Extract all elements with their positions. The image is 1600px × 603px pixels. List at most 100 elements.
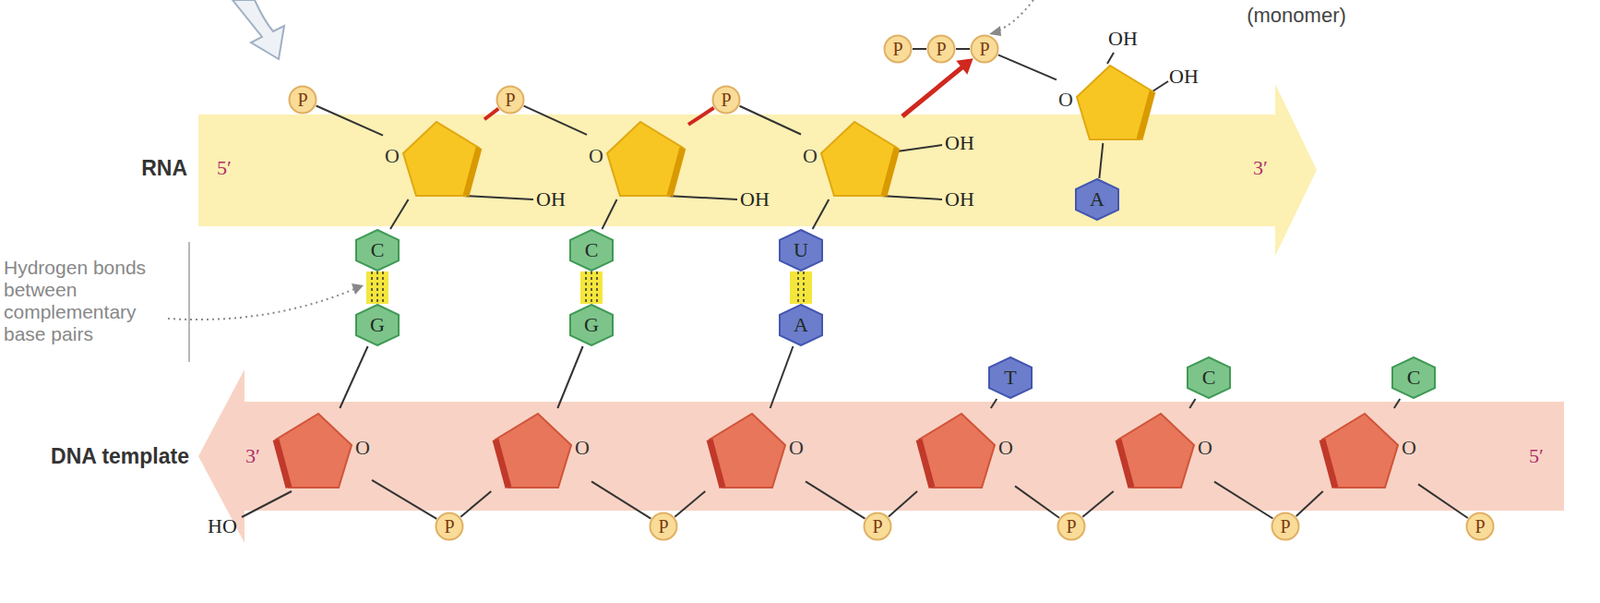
bond-stroke	[1296, 490, 1324, 516]
ring-oxygen: O	[384, 145, 400, 167]
bond-band	[580, 271, 603, 304]
bond-stroke	[688, 107, 715, 125]
bond-line	[888, 490, 918, 516]
bond-stroke	[1082, 490, 1113, 517]
strand-label: 3′	[245, 443, 261, 468]
bond-line	[316, 105, 383, 135]
bond-band	[366, 271, 389, 304]
base-hexagon: G	[354, 303, 401, 347]
strand-label: (monomer)	[1246, 3, 1347, 28]
base-hexagon: A	[1074, 178, 1121, 221]
bond-stroke	[1418, 483, 1469, 518]
bond-stroke	[524, 106, 587, 135]
ring-oxygen: O	[802, 145, 818, 167]
bond-line	[591, 480, 651, 518]
ribose-sugar: O	[586, 116, 689, 200]
ring-oxygen: O	[1058, 89, 1074, 110]
bond-stroke	[602, 199, 618, 229]
oh-bond	[880, 195, 943, 200]
phosphate-circle: P	[862, 511, 893, 541]
phosphate-label: P	[935, 39, 946, 59]
oh-bond	[1152, 81, 1169, 92]
oh-bond	[462, 195, 534, 200]
base-letter: C	[1407, 367, 1421, 388]
bond-line	[674, 490, 705, 517]
hydrogen-bond	[366, 271, 389, 304]
bond-dash	[797, 271, 800, 304]
base-letter: T	[1003, 367, 1016, 388]
callout-note: Hydrogen bonds between complementary bas…	[3, 256, 163, 347]
bond-line	[460, 490, 491, 517]
base-hexagon: G	[568, 303, 615, 347]
bond-stroke	[1394, 398, 1400, 408]
phosphate-label: P	[979, 39, 990, 59]
phosphate-circle: P	[434, 511, 465, 541]
bond-stroke	[390, 199, 409, 229]
bond-dash	[376, 271, 379, 304]
phosphate-label: P	[871, 516, 883, 536]
phosphate-label: P	[720, 90, 731, 109]
phosphate-label: P	[504, 90, 515, 109]
bond-stroke	[1098, 143, 1103, 179]
bond-stroke	[998, 54, 1057, 80]
hydrogen-bond	[580, 271, 603, 304]
strand-label: OH	[944, 187, 975, 212]
bond-line	[339, 346, 368, 408]
bond-line	[524, 106, 587, 135]
strand-label: OH	[1108, 26, 1138, 51]
bond-dash	[596, 271, 598, 304]
phosphate-circle: P	[1056, 511, 1087, 541]
bond-stroke	[557, 346, 583, 408]
bond-stroke	[770, 346, 794, 408]
phosphate-label: P	[892, 39, 903, 59]
bond-stroke	[888, 490, 918, 516]
deoxyribose-sugar: O	[913, 407, 1015, 491]
phosphate-label: P	[1065, 516, 1076, 536]
strand-label: HO	[207, 513, 238, 538]
bond-line	[805, 480, 865, 518]
bond-stroke	[371, 479, 437, 519]
bracket-line	[188, 241, 191, 362]
phosphate-circle: P	[883, 34, 913, 64]
bond-line	[770, 346, 794, 408]
dotted-leader	[167, 288, 355, 320]
ring-oxygen: O	[355, 437, 371, 458]
bond-dash	[585, 271, 587, 304]
base-letter: A	[793, 314, 809, 335]
strand-label: 5′	[1528, 443, 1544, 468]
phosphate-circle: P	[926, 34, 956, 64]
strand-label: DNA template	[50, 443, 190, 469]
hydrogen-bond	[789, 271, 812, 304]
phosphate-circle: P	[287, 84, 318, 115]
bond-line	[1418, 483, 1469, 518]
oh-bond	[896, 144, 943, 152]
base-letter: U	[793, 239, 809, 261]
bond-line	[1014, 485, 1060, 517]
bond-band	[789, 271, 812, 304]
phosphate-label: P	[1474, 516, 1485, 536]
phosphate-label: P	[297, 90, 308, 109]
phosphate-circle: P	[648, 511, 679, 541]
ring-oxygen: O	[788, 437, 804, 458]
bond-line	[955, 48, 970, 50]
bond-dash	[802, 271, 805, 304]
oh-bond	[1107, 52, 1114, 64]
bond-line	[1082, 490, 1113, 517]
ring-oxygen: O	[998, 437, 1014, 458]
bond-stroke	[1189, 398, 1195, 408]
bond-stroke	[1214, 481, 1273, 519]
bond-line	[371, 479, 437, 519]
base-letter: G	[370, 314, 385, 335]
base-hexagon: C	[1185, 356, 1232, 399]
bond-line	[1394, 398, 1400, 408]
base-hexagon: A	[777, 303, 824, 347]
dotted-pointer	[996, 0, 1034, 32]
bond-stroke	[484, 108, 499, 120]
bond-line	[998, 54, 1057, 80]
strand-label: OH	[536, 187, 566, 212]
ribose-sugar: O	[800, 116, 903, 200]
strand-label: RNA	[141, 155, 188, 181]
phosphate-circle: P	[1465, 511, 1495, 541]
arrow-head	[955, 58, 973, 75]
